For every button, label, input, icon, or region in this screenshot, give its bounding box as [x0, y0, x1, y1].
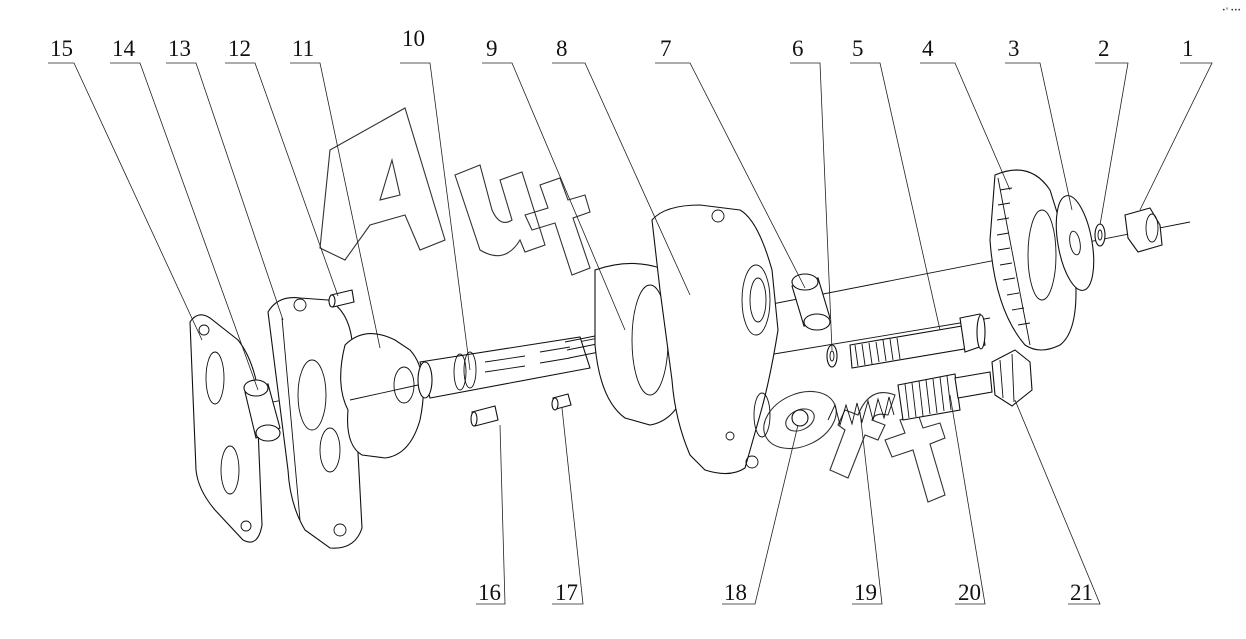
callouts-bottom: 16 17 18 19 20 21	[478, 580, 1093, 605]
callout-2: 2	[1098, 36, 1110, 61]
pump-cover	[267, 297, 363, 549]
pump-body	[651, 204, 779, 475]
callout-9: 9	[486, 36, 498, 61]
callouts-top: 15 14 13 12 11 10 9 8 7 6 5 4 3 2 1	[50, 26, 1194, 61]
callout-18: 18	[724, 580, 747, 605]
callout-16: 16	[478, 580, 501, 605]
callout-6: 6	[792, 36, 804, 61]
thrust-washer	[1055, 195, 1095, 291]
gasket-plate	[189, 314, 263, 543]
callout-17: 17	[555, 580, 578, 605]
adjusting-screw	[897, 371, 993, 421]
drive-gear	[989, 169, 1077, 351]
dowel-pin	[328, 289, 355, 308]
corner-mark: •° •••	[1222, 7, 1241, 14]
drive-shaft	[417, 335, 600, 399]
leader-lines	[48, 62, 1213, 391]
callout-20: 20	[958, 580, 981, 605]
shaft-nut	[1124, 207, 1163, 253]
leader-lines-bottom	[476, 394, 1101, 605]
callout-12: 12	[228, 36, 251, 61]
valve-spring	[827, 396, 895, 427]
callout-13: 13	[168, 36, 191, 61]
bushing-right	[791, 273, 831, 331]
callout-10: 10	[402, 26, 425, 51]
bushing-left	[243, 379, 281, 442]
callout-21: 21	[1070, 580, 1093, 605]
callout-19: 19	[854, 580, 877, 605]
callout-5: 5	[852, 36, 864, 61]
pump-rotor	[340, 333, 424, 459]
callout-4: 4	[922, 36, 934, 61]
callout-15: 15	[50, 36, 73, 61]
watermark	[319, 107, 946, 503]
lock-washer	[1094, 223, 1106, 247]
callout-7: 7	[660, 36, 672, 61]
key-pin-17	[551, 393, 572, 411]
callout-3: 3	[1008, 36, 1020, 61]
callout-8: 8	[556, 36, 568, 61]
check-ball	[791, 409, 809, 427]
callout-14: 14	[112, 36, 136, 61]
hex-nut	[991, 349, 1033, 407]
key-pin-16	[470, 405, 499, 427]
relief-valve-bolt	[849, 313, 986, 369]
callout-1: 1	[1182, 36, 1194, 61]
callout-11: 11	[292, 36, 314, 61]
